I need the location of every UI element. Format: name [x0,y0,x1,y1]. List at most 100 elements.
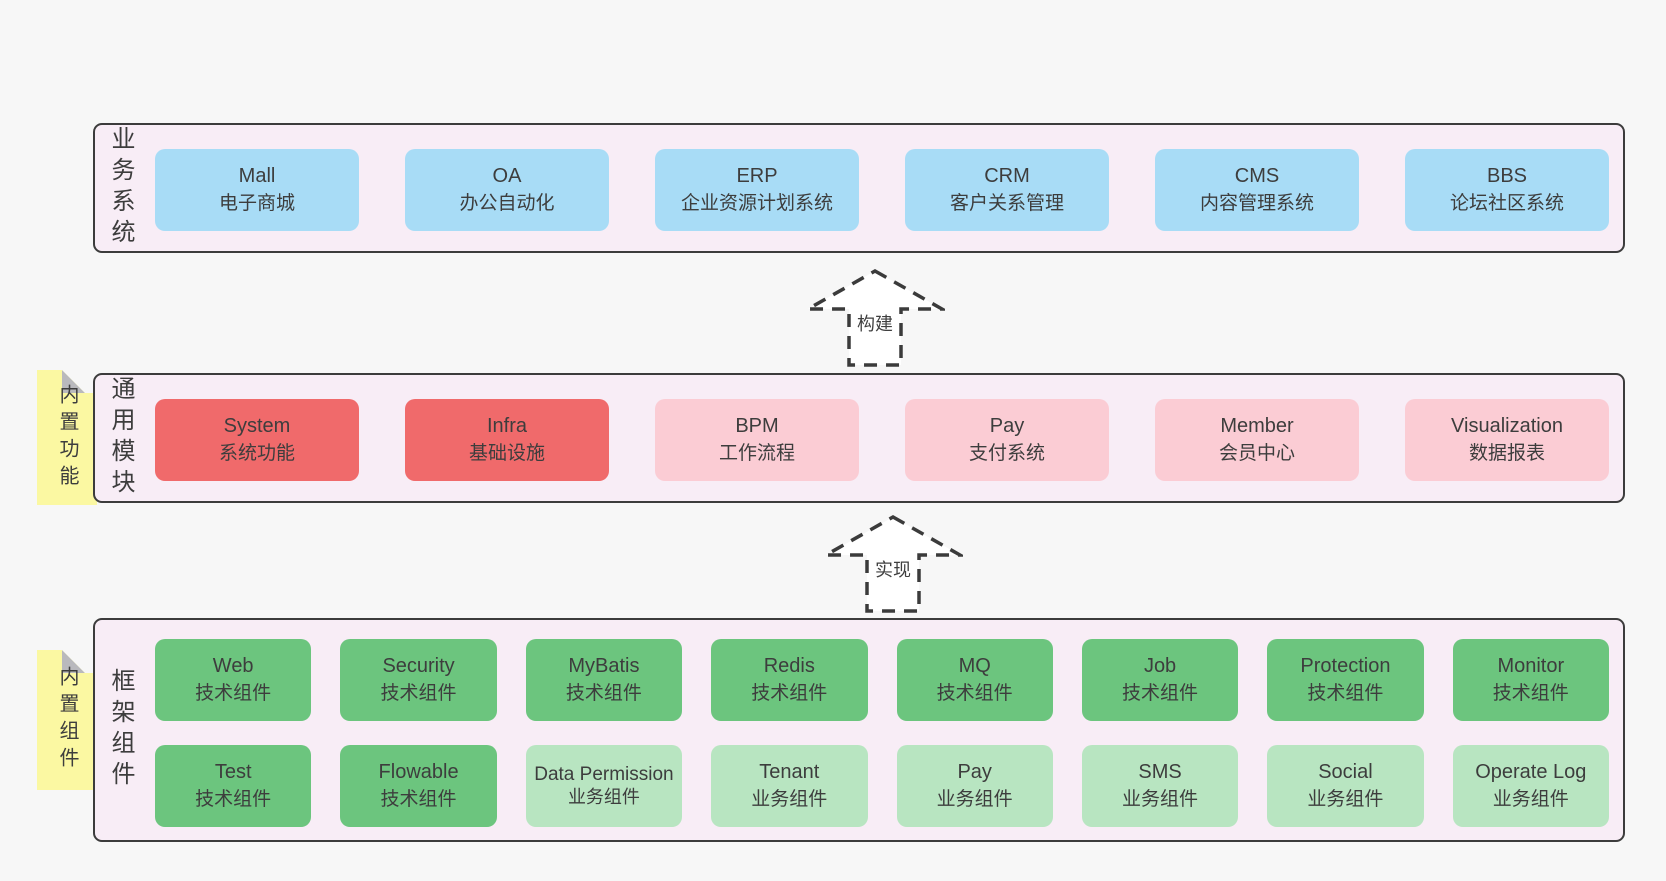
box-subtitle: 技术组件 [751,683,828,704]
box-security: Security 技术组件 [340,639,497,721]
box-redis: Redis 技术组件 [711,639,868,721]
box-title: Member [1220,415,1294,437]
box-subtitle: 数据报表 [1468,443,1545,464]
box-subtitle: 业务组件 [1492,789,1569,810]
panel-business-systems: 业务系统 Mall 电子商城 OA 办公自动化 ERP 企业资源计划系统 CRM… [93,123,1625,253]
box-title: Web [212,655,254,677]
panel-common-modules: 通用模块 System 系统功能 Infra 基础设施 BPM 工作流程 Pay… [93,373,1625,503]
box-subtitle: 基础设施 [468,443,545,464]
box-subtitle: 会员中心 [1218,443,1295,464]
box-title: Job [1143,655,1177,677]
box-subtitle: 电子商城 [218,193,295,214]
box-subtitle: 技术组件 [1492,683,1569,704]
box-job: Job 技术组件 [1081,639,1239,721]
box-title: CRM [984,165,1030,187]
box-title: Pay [989,415,1025,437]
panel-label-framework-components: 框架组件 [107,668,134,792]
box-title: Operate Log [1475,761,1587,783]
box-oa: OA 办公自动化 [405,149,609,231]
box-subtitle: 技术组件 [195,789,272,810]
box-title: Protection [1300,655,1391,677]
box-title: Monitor [1497,655,1565,677]
box-cms: CMS 内容管理系统 [1155,149,1359,231]
sticky-tab-builtin-components: 内置组件 [37,650,97,790]
box-bpm: BPM 工作流程 [655,399,859,481]
box-subtitle: 业务组件 [567,787,640,807]
box-subtitle: 技术组件 [936,683,1013,704]
box-subtitle: 技术组件 [1122,683,1199,704]
box-title: Pay [957,761,992,783]
box-pay-biz: Pay 业务组件 [896,745,1053,827]
box-subtitle: 办公自动化 [459,193,555,214]
panel-label-common-modules: 通用模块 [107,376,134,500]
box-subtitle: 技术组件 [1307,683,1384,704]
box-infra: Infra 基础设施 [405,399,609,481]
box-protection: Protection 技术组件 [1267,639,1424,721]
box-subtitle: 业务组件 [936,789,1013,810]
sticky-tab-label: 内置组件 [56,666,78,774]
box-visualization: Visualization 数据报表 [1405,399,1609,481]
box-pay: Pay 支付系统 [905,399,1109,481]
box-title: Mall [238,165,276,187]
sticky-tab-builtin-features: 内置功能 [37,370,97,505]
box-erp: ERP 企业资源计划系统 [655,149,859,231]
box-subtitle: 系统功能 [218,443,295,464]
box-title: MyBatis [568,655,640,677]
box-title: BPM [735,415,779,437]
box-web: Web 技术组件 [155,639,312,721]
box-subtitle: 支付系统 [968,443,1045,464]
box-title: BBS [1486,165,1528,187]
box-grid-components: Web 技术组件 Security 技术组件 MyBatis 技术组件 Redi… [155,639,1609,827]
box-subtitle: 技术组件 [380,789,457,810]
box-subtitle: 内容管理系统 [1199,193,1314,214]
box-title: SMS [1138,761,1182,783]
box-subtitle: 技术组件 [195,683,272,704]
box-subtitle: 业务组件 [751,789,828,810]
box-operate-log: Operate Log 业务组件 [1452,745,1609,827]
arrow-label: 实现 [875,560,911,580]
implement-arrow-icon: 实现 [823,514,963,613]
box-test: Test 技术组件 [155,745,312,827]
arrow-label: 构建 [857,314,893,334]
box-title: CMS [1234,165,1280,187]
box-title: MQ [958,655,991,677]
box-title: Tenant [759,761,820,783]
box-crm: CRM 客户关系管理 [905,149,1109,231]
box-mybatis: MyBatis 技术组件 [525,639,683,721]
box-tenant: Tenant 业务组件 [711,745,868,827]
box-member: Member 会员中心 [1155,399,1359,481]
box-monitor: Monitor 技术组件 [1452,639,1609,721]
box-title: Infra [486,415,528,437]
box-flowable: Flowable 技术组件 [340,745,497,827]
box-data-permission: Data Permission 业务组件 [525,745,683,827]
box-title: Test [214,761,252,783]
box-subtitle: 技术组件 [565,683,642,704]
box-mq: MQ 技术组件 [896,639,1053,721]
box-title: Flowable [378,761,459,783]
box-subtitle: 业务组件 [1307,789,1384,810]
box-title: System [223,415,291,437]
box-subtitle: 业务组件 [1122,789,1199,810]
box-subtitle: 技术组件 [380,683,457,704]
box-system: System 系统功能 [155,399,359,481]
box-grid-modules: System 系统功能 Infra 基础设施 BPM 工作流程 Pay 支付系统… [155,399,1609,481]
box-grid-business: Mall 电子商城 OA 办公自动化 ERP 企业资源计划系统 CRM 客户关系… [155,149,1609,231]
panel-label-business-systems: 业务系统 [107,126,134,250]
box-subtitle: 企业资源计划系统 [680,193,833,214]
build-arrow-icon: 构建 [805,268,945,367]
box-title: ERP [736,165,778,187]
box-sms: SMS 业务组件 [1081,745,1239,827]
box-title: Redis [763,655,815,677]
box-title: Security [382,655,455,677]
box-title: Data Permission [534,764,674,785]
box-title: Visualization [1451,415,1563,437]
box-subtitle: 论坛社区系统 [1449,193,1564,214]
box-subtitle: 客户关系管理 [949,193,1064,214]
panel-framework-components: 框架组件 Web 技术组件 Security 技术组件 MyBatis 技术组件… [93,618,1625,842]
box-title: Social [1318,761,1373,783]
box-social: Social 业务组件 [1267,745,1424,827]
box-title: OA [492,165,522,187]
box-bbs: BBS 论坛社区系统 [1405,149,1609,231]
sticky-tab-label: 内置功能 [56,383,78,492]
